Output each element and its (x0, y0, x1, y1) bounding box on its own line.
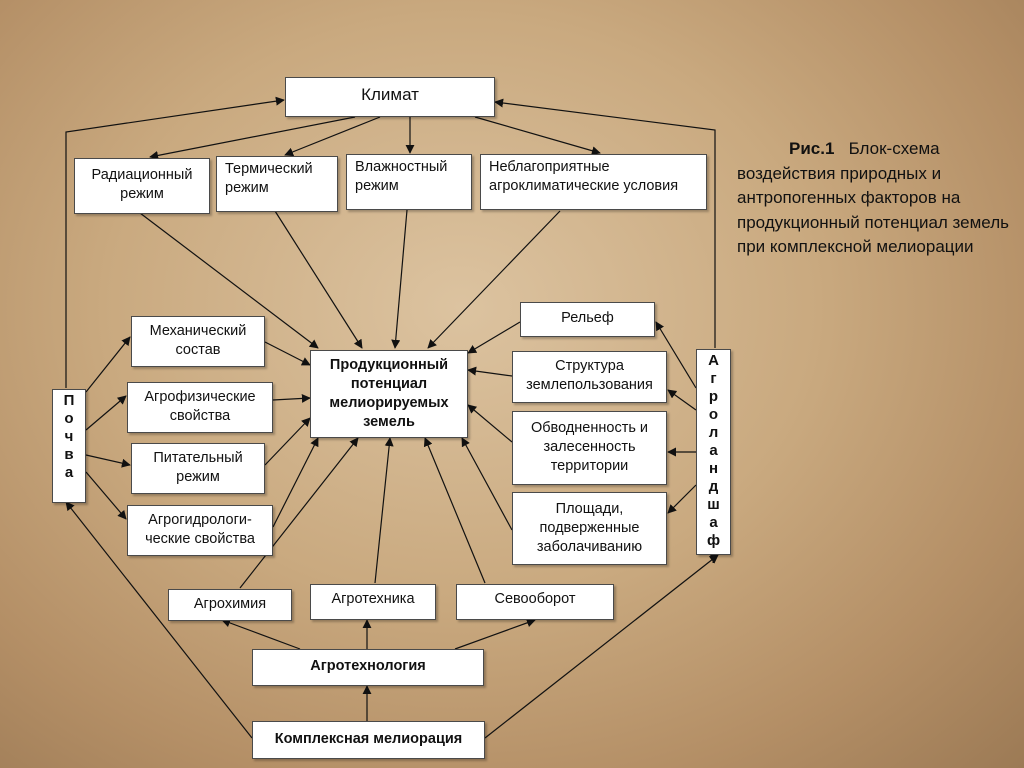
node-relief: Рельеф (520, 302, 655, 337)
node-agrolandscape: А г р о л а н д ш а ф т (696, 349, 731, 567)
node-nutrient: Питательный режим (131, 443, 265, 494)
node-klimat: Климат (285, 77, 495, 117)
arrow-klimat-adverse (474, 116, 601, 156)
node-pochva: П о ч в а (52, 389, 86, 503)
arrow-swamp-productive (461, 437, 513, 531)
arrow-pochva-nutrient (85, 454, 131, 468)
arrow-agrotechnology-rotation (454, 618, 536, 650)
node-humidity: Влажностный режим (346, 154, 472, 210)
node-agrotechnology: Агротехнология (252, 649, 484, 686)
node-landuse: Структура землепользования (512, 351, 667, 403)
arrow-pochva-agrophysical (85, 395, 127, 431)
arrow-rotation-productive (423, 437, 486, 584)
node-thermal: Термический режим (216, 156, 338, 212)
arrow-agrohydro-productive (272, 437, 319, 528)
arrow-humidity-productive (391, 209, 408, 349)
node-radiation: Радиационный режим (74, 158, 210, 214)
arrow-pochva-mechanical (85, 336, 131, 393)
arrow-thermal-productive (274, 210, 363, 349)
arrow-pochva-klimat (65, 96, 285, 388)
arrow-agrolandscape-swamp (667, 484, 697, 514)
caption-text: Блок-схема воздействия природных и антро… (737, 139, 1009, 256)
arrow-klimat-radiation (149, 116, 356, 160)
node-adverse: Неблагоприятные агроклиматические услови… (480, 154, 707, 210)
figure-caption: Рис.1 Блок-схема воздействия природных и… (737, 137, 1012, 260)
node-productive: Продукционный потенциал мелиорируемых зе… (310, 350, 468, 438)
node-agrochem: Агрохимия (168, 589, 292, 621)
arrow-complex-agrolandscape (484, 554, 719, 739)
arrow-landuse-productive (467, 366, 513, 377)
arrow-radiation-productive (139, 212, 319, 349)
arrow-agrolandscape-landuse (667, 389, 697, 411)
node-agrotech: Агротехника (310, 584, 436, 620)
caption-label: Рис.1 (789, 139, 835, 158)
arrow-complex-pochva (65, 501, 253, 739)
node-mechanical: Механический состав (131, 316, 265, 367)
arrow-adverse-productive (427, 210, 561, 349)
node-watering: Обводненность и залесенность территории (512, 411, 667, 485)
node-complex: Комплексная мелиорация (252, 721, 485, 759)
arrow-nutrient-productive (264, 417, 311, 466)
arrow-agrolandscape-klimat (494, 98, 716, 348)
node-agrohydro: Агрогидрологи-ческие свойства (127, 505, 273, 556)
node-agrophysical: Агрофизические свойства (127, 382, 273, 433)
arrow-relief-productive (467, 321, 521, 354)
arrow-watering-productive (467, 404, 513, 443)
arrow-agrotechnology-agrochem (221, 618, 301, 650)
arrow-agrochem-productive (239, 437, 359, 589)
arrow-agrophysical-productive (272, 393, 311, 403)
node-swamp: Площади, подверженные заболачиванию (512, 492, 667, 565)
arrow-pochva-agrohydro (85, 471, 127, 520)
arrow-klimat-thermal (284, 116, 381, 157)
arrow-agrolandscape-relief (655, 321, 697, 389)
arrow-mechanical-productive (264, 341, 311, 366)
arrow-agrotech-productive (374, 437, 394, 584)
node-rotation: Севооборот (456, 584, 614, 620)
